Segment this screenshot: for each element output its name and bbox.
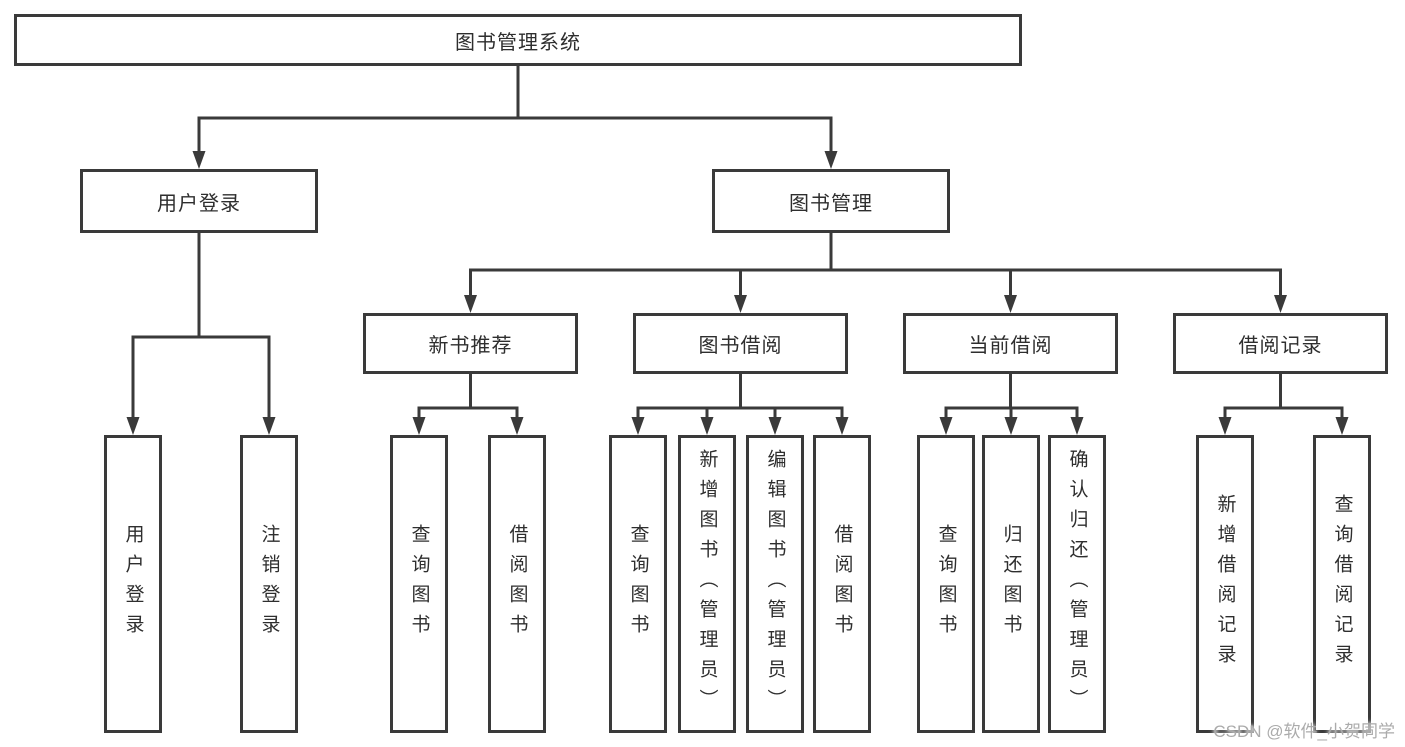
leaf-current-confirm-return-admin: 确认归还（管理员） — [1048, 435, 1106, 733]
node-book-borrowing: 图书借阅 — [633, 313, 848, 374]
leaf-records-add-borrow-record: 新增借阅记录 — [1196, 435, 1254, 733]
node-current-borrowing: 当前借阅 — [903, 313, 1118, 374]
leaf-label: 编辑图书（管理员） — [764, 449, 786, 719]
leaf-borrow-query-books: 查询图书 — [609, 435, 667, 733]
leaf-label: 归还图书 — [1000, 524, 1022, 644]
node-new-book-recommendation: 新书推荐 — [363, 313, 578, 374]
node-borrowing-records: 借阅记录 — [1173, 313, 1388, 374]
leaf-records-query-borrow-record: 查询借阅记录 — [1313, 435, 1371, 733]
node-library-management-system: 图书管理系统 — [14, 14, 1022, 66]
leaf-label: 注销登录 — [258, 524, 280, 644]
leaf-borrow-borrow-books: 借阅图书 — [813, 435, 871, 733]
csdn-watermark: CSDN @软件_小贺同学 — [1213, 722, 1395, 741]
leaf-label: 查询图书 — [408, 524, 430, 644]
leaf-label: 查询图书 — [935, 524, 957, 644]
leaf-label: 借阅图书 — [831, 524, 853, 644]
node-user-login: 用户登录 — [80, 169, 318, 233]
leaf-label: 新增借阅记录 — [1214, 494, 1236, 674]
leaf-newbooks-borrow-books: 借阅图书 — [488, 435, 546, 733]
node-book-management: 图书管理 — [712, 169, 950, 233]
leaf-logout-login: 注销登录 — [240, 435, 298, 733]
leaf-label: 查询图书 — [627, 524, 649, 644]
leaf-user-login: 用户登录 — [104, 435, 162, 733]
leaf-borrow-add-books-admin: 新增图书（管理员） — [678, 435, 736, 733]
leaf-label: 新增图书（管理员） — [696, 449, 718, 719]
leaf-newbooks-query-books: 查询图书 — [390, 435, 448, 733]
leaf-current-return-books: 归还图书 — [982, 435, 1040, 733]
leaf-borrow-edit-books-admin: 编辑图书（管理员） — [746, 435, 804, 733]
leaf-label: 用户登录 — [122, 524, 144, 644]
leaf-label: 查询借阅记录 — [1331, 494, 1353, 674]
leaf-label: 借阅图书 — [506, 524, 528, 644]
leaf-label: 确认归还（管理员） — [1066, 449, 1088, 719]
leaf-current-query-books: 查询图书 — [917, 435, 975, 733]
